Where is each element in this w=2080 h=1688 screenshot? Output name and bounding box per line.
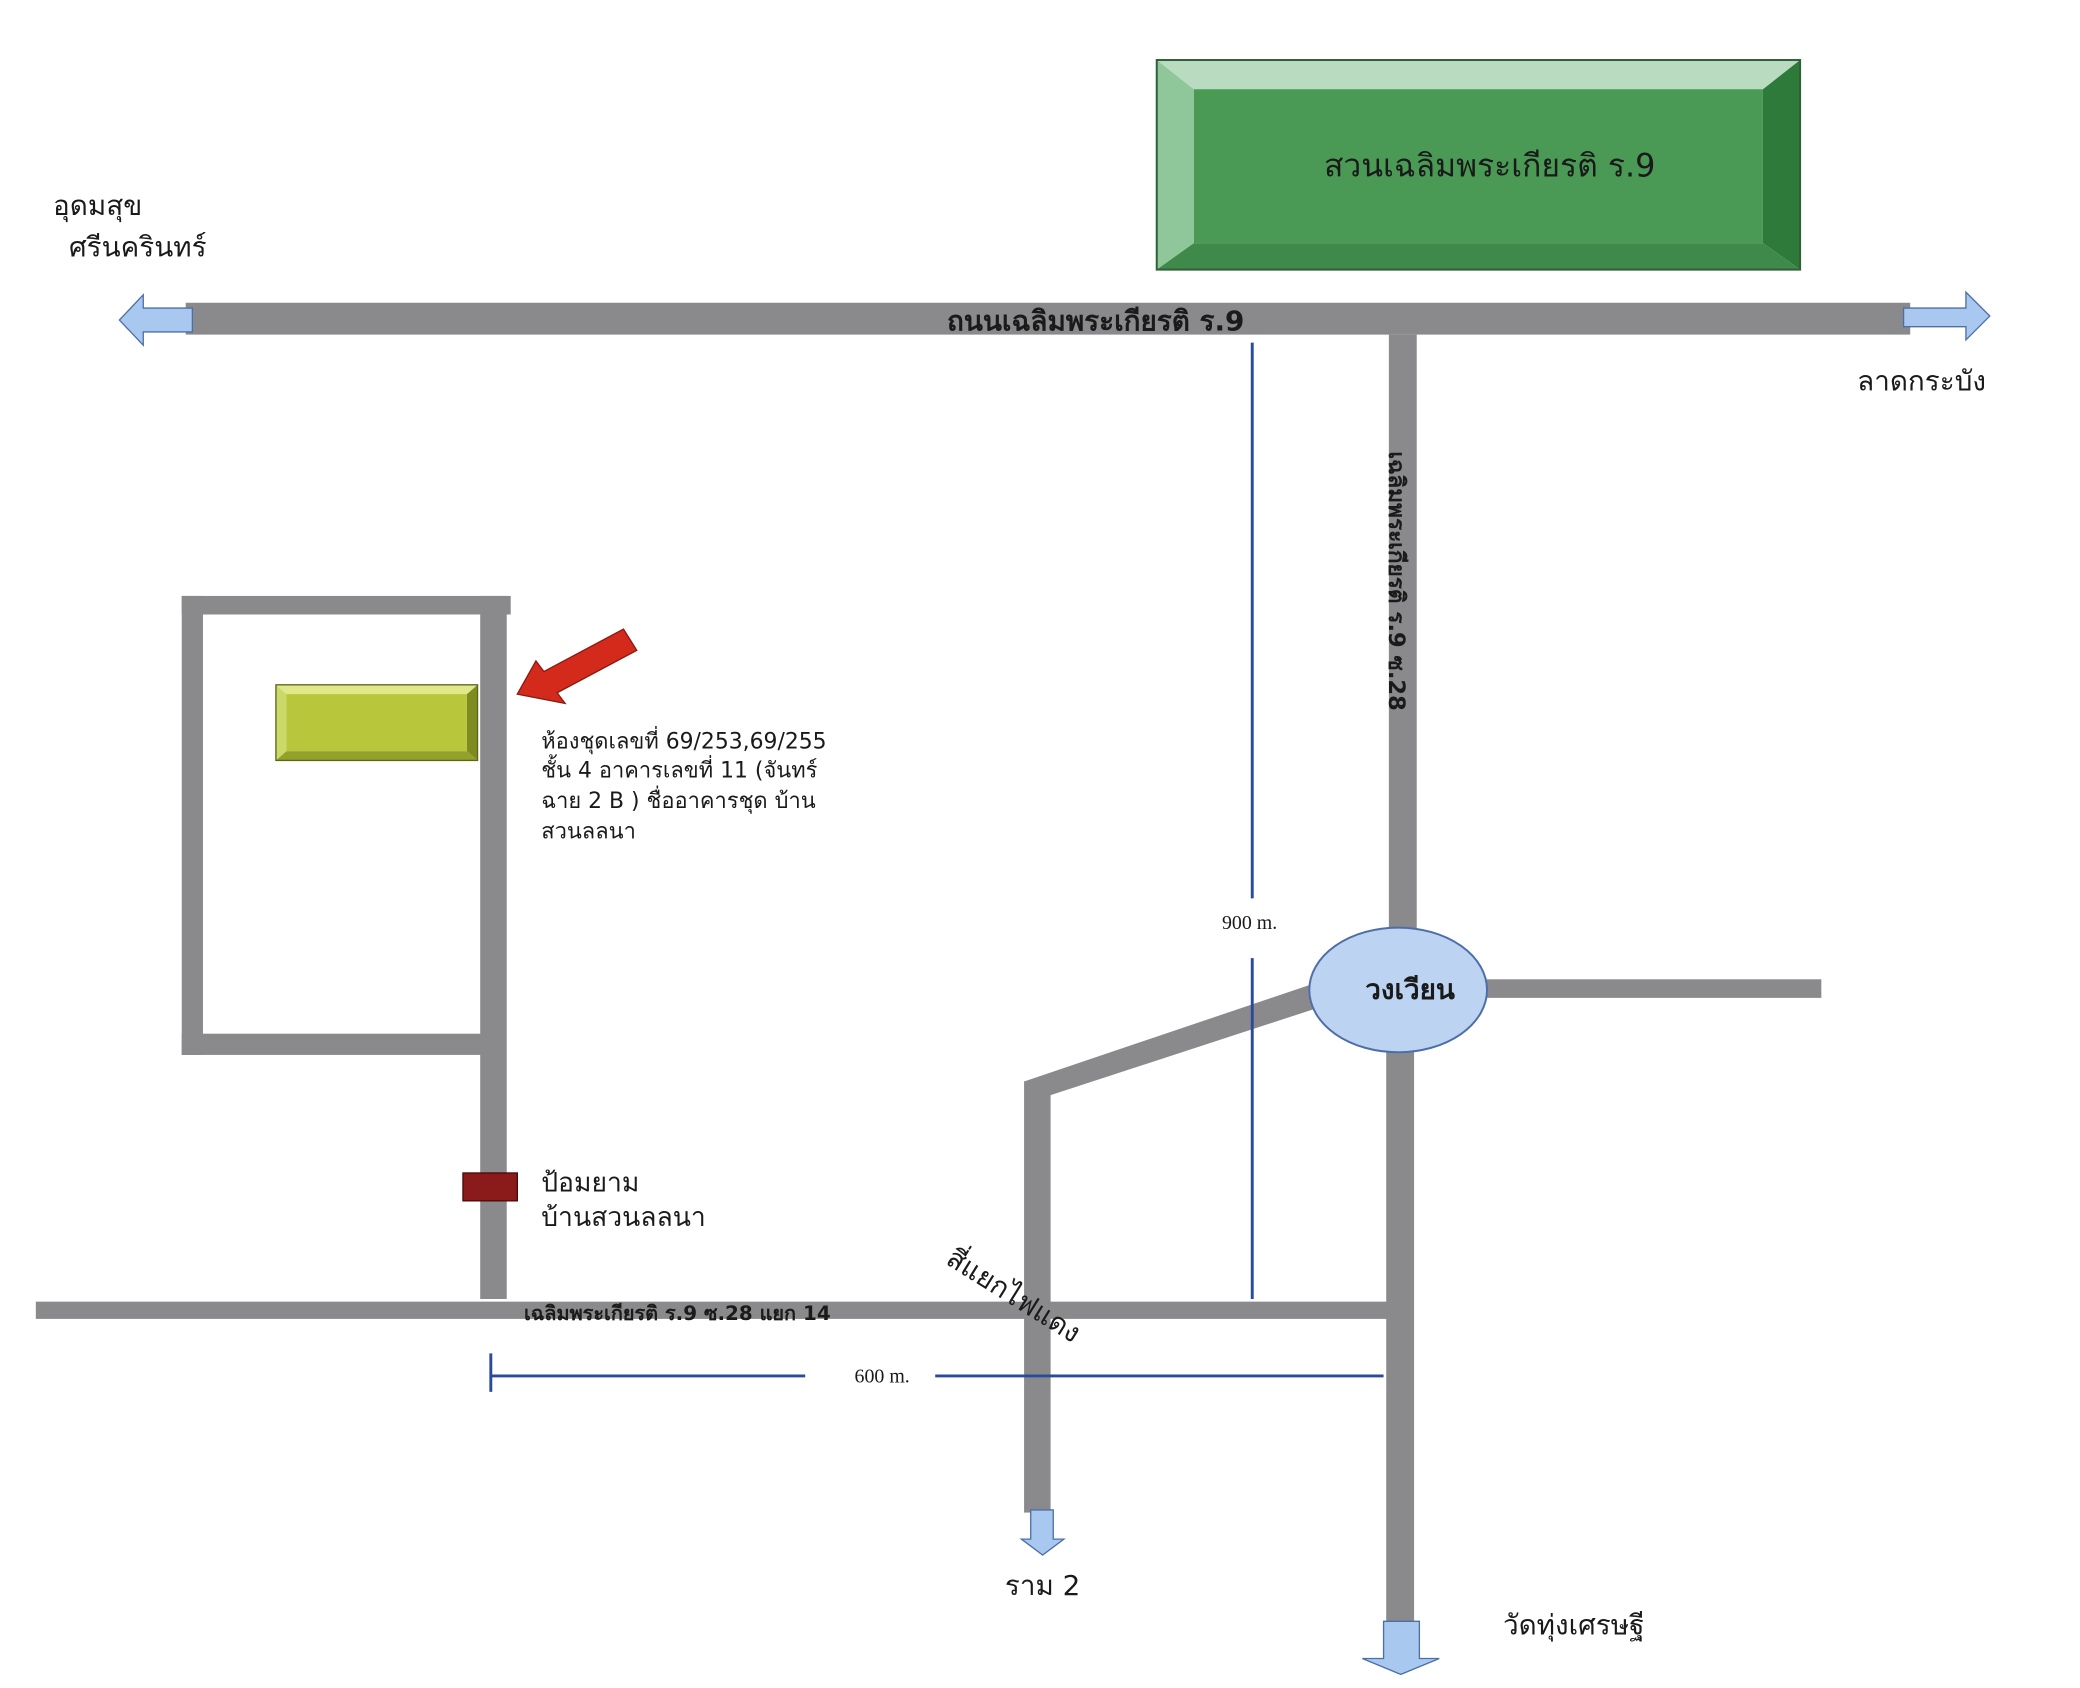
property-line-3: ฉาย 2 B ) ชื่ออาคารชุด บ้าน [541, 786, 816, 814]
condo-building [275, 684, 479, 762]
intersection-label: สี่แยกไฟแดง [941, 1239, 1089, 1350]
soi-road-label: เฉลิมพระเกียรติ ร.9 ซ.28 [1383, 451, 1409, 710]
guard-house [462, 1172, 519, 1202]
guard-house-label-2: บ้านสวนลลนา [541, 1202, 706, 1233]
south-road [1386, 1048, 1415, 1626]
park-label: สวนเฉลิมพระเกียรติ ร.9 [1324, 147, 1655, 185]
soi-road [1388, 334, 1417, 932]
distance-vertical: 900 m. [1222, 912, 1277, 934]
direction-label-south-2: วัดทุ่งเศรษฐี [1503, 1609, 1645, 1643]
direction-label-east: ลาดกระบัง [1857, 364, 1986, 397]
main-road-label: ถนนเฉลิมพระเกียรติ ร.9 [947, 305, 1244, 338]
arrow-ram2-icon [1019, 1509, 1066, 1556]
bottom-road-label: เฉลิมพระเกียรติ ร.9 ซ.28 แยก 14 [524, 1302, 831, 1325]
park-block: สวนเฉลิมพระเกียรติ ร.9 [1155, 59, 1802, 271]
direction-label-south-1: ราม 2 [1005, 1569, 1081, 1602]
property-line-4: สวนลลนา [541, 820, 636, 845]
direction-label-west-1: อุดมสุข [53, 189, 142, 223]
east-branch-road [1479, 979, 1822, 998]
roundabout [1308, 926, 1489, 1054]
distance-horizontal: 600 m. [855, 1366, 910, 1388]
arrow-south-icon [1362, 1620, 1440, 1676]
ram2-road [1024, 1081, 1051, 1513]
arrow-east-icon [1902, 290, 1991, 342]
direction-label-west-2: ศรีนครินทร์ [69, 230, 207, 263]
bottom-road [35, 1301, 1389, 1319]
compound-roads [181, 595, 511, 1299]
arrow-west-icon [118, 293, 194, 347]
distance-lines [489, 342, 1384, 1392]
roundabout-label: วงเวียน [1365, 973, 1455, 1006]
pointer-arrow-icon [516, 628, 638, 705]
property-description: ห้องชุดเลขที่ 69/253,69/255 ชั้น 4 อาคาร… [541, 726, 826, 844]
guard-house-label-1: ป้อมยาม [541, 1168, 639, 1199]
property-line-1: ห้องชุดเลขที่ 69/253,69/255 [541, 726, 826, 754]
property-line-2: ชั้น 4 อาคารเลขที่ 11 (จันทร์ [541, 755, 817, 784]
main-road [185, 302, 1911, 335]
diagonal-road [1024, 984, 1316, 1097]
